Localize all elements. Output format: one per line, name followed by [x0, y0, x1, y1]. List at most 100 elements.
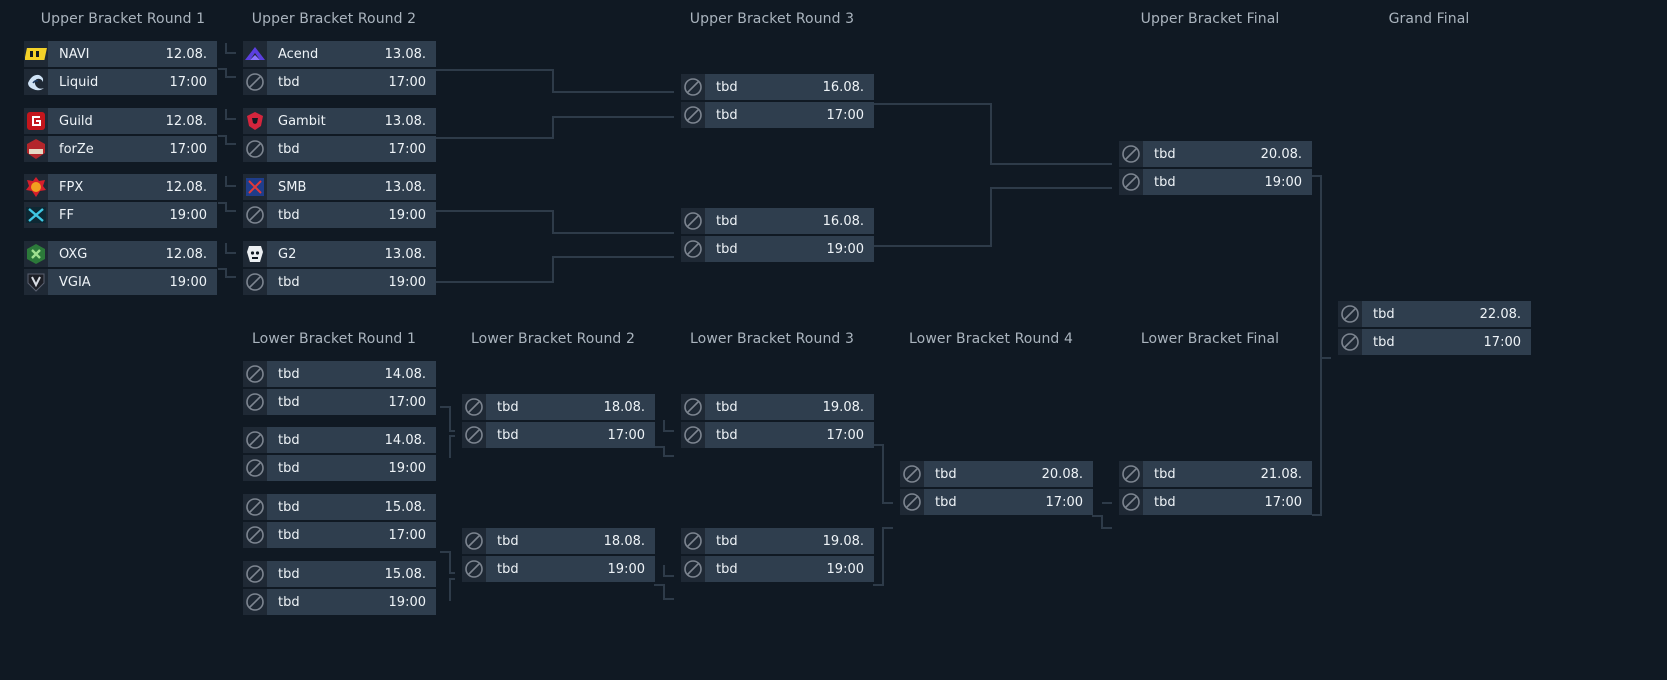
round-title-ubf: Upper Bracket Final	[1140, 11, 1280, 27]
tbd-icon	[681, 102, 705, 128]
connector-line	[435, 69, 674, 93]
connector-line	[435, 256, 674, 283]
connector-line	[663, 420, 674, 432]
match-time: 19:00	[826, 241, 864, 257]
tbd-icon	[462, 394, 486, 420]
match-time: 19:00	[1264, 174, 1302, 190]
match-time: 17:00	[388, 141, 426, 157]
tbd-icon	[243, 522, 267, 548]
team-name: G2	[278, 246, 297, 262]
connector-line	[218, 68, 236, 78]
team-name: tbd	[278, 527, 300, 543]
match-date: 19.08.	[822, 399, 864, 415]
team-row[interactable]: tbd 19:00	[681, 236, 874, 262]
team-name: tbd	[1373, 334, 1395, 350]
team-name: tbd	[716, 241, 738, 257]
tbd-icon	[681, 394, 705, 420]
round-title-lbf: Lower Bracket Final	[1140, 331, 1280, 347]
match-time: 19:00	[388, 274, 426, 290]
team-name: tbd	[278, 594, 300, 610]
match-time: 17:00	[1045, 494, 1083, 510]
team-name: tbd	[278, 499, 300, 515]
tbd-icon	[1119, 489, 1143, 515]
g2-logo-icon	[243, 241, 267, 267]
connector-line	[218, 268, 236, 278]
fpx-logo-icon	[24, 174, 48, 200]
